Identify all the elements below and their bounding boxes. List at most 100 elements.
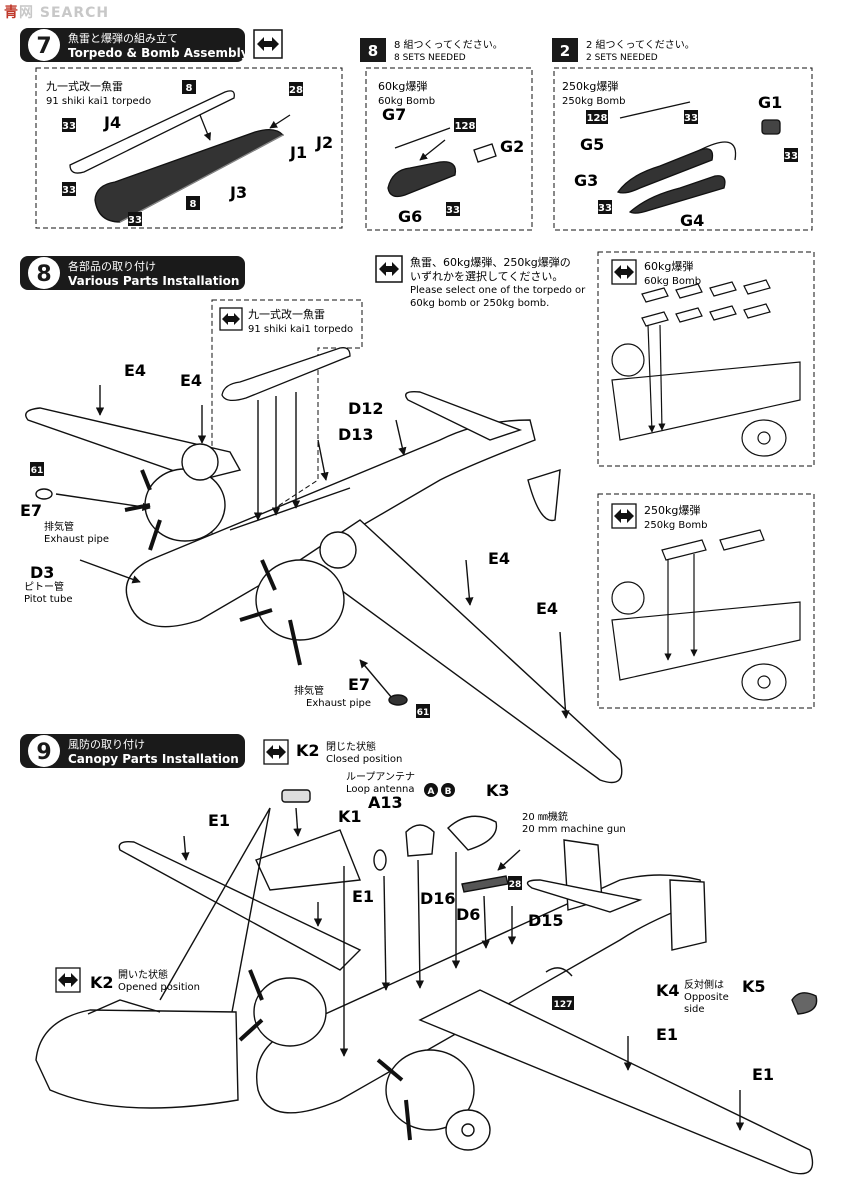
bomb60-drawing	[387, 127, 497, 198]
step-8-number: 8	[36, 262, 51, 287]
bomb250-assembly-box	[553, 67, 813, 231]
bomb60-option-box	[597, 251, 815, 467]
bomb250-option-label-jp: 250kg爆弾	[644, 503, 700, 517]
part-label: J4	[103, 113, 121, 132]
select-icon	[263, 739, 289, 765]
part-label: K2	[296, 741, 320, 760]
bomb250-option-box	[597, 493, 815, 709]
torpedo-option-label-jp: 九一式改一魚雷	[248, 307, 325, 321]
step-8: 8 各部品の取り付け Various Parts Installation 魚雷…	[20, 251, 815, 784]
bomb60-option-drawing	[611, 279, 801, 457]
torpedo-drawing	[69, 90, 291, 223]
exhaust-label-jp: 排気管	[294, 684, 324, 697]
k5-note-en: Opposite	[684, 992, 729, 1003]
callout: 33	[784, 151, 798, 162]
bomb60-sets-en: 8 SETS NEEDED	[394, 53, 466, 63]
torpedo-option-label-en: 91 shiki kai1 torpedo	[248, 324, 353, 335]
part-label: G2	[500, 137, 524, 156]
part-label: E1	[656, 1025, 678, 1044]
part-label: G4	[680, 211, 704, 230]
part-label: E7	[348, 675, 370, 694]
bomb60-label-en: 60kg Bomb	[378, 96, 435, 107]
select-icon	[55, 967, 81, 993]
callout: 8	[186, 83, 193, 94]
part-label: D16	[420, 889, 456, 908]
part-label: G5	[580, 135, 604, 154]
loop-antenna-en: Loop antenna	[346, 784, 415, 795]
k2-closed-jp: 閉じた状態	[326, 740, 376, 753]
both-sides-icon	[253, 29, 283, 59]
part-label: D12	[348, 399, 384, 418]
step-9-header: 9 風防の取り付け Canopy Parts Installation	[20, 734, 245, 768]
k2-opened-jp: 開いた状態	[118, 968, 168, 981]
step-8-title-jp: 各部品の取り付け	[68, 259, 156, 273]
step-7-number: 7	[36, 34, 51, 59]
step-9: 9 風防の取り付け Canopy Parts Installation K2 閉…	[20, 734, 818, 1175]
select-icon	[611, 259, 637, 285]
bomb60-label-jp: 60kg爆弾	[378, 79, 427, 93]
aircraft-drawing	[25, 385, 623, 784]
callout: 128	[587, 113, 608, 124]
callout: 28	[509, 880, 522, 890]
part-label: E4	[488, 549, 510, 568]
callout: 33	[62, 121, 76, 132]
callout: 128	[455, 121, 476, 132]
step-9-title-jp: 風防の取り付け	[68, 737, 145, 751]
part-label: E4	[536, 599, 558, 618]
part-label: D13	[338, 425, 374, 444]
select-note-en: 60kg bomb or 250kg bomb.	[410, 298, 549, 309]
torpedo-label-en: 91 shiki kai1 torpedo	[46, 96, 151, 107]
part-label: K2	[90, 973, 114, 992]
part-label: K3	[486, 781, 510, 800]
torpedo-assembly-box	[35, 67, 343, 229]
bomb250-option-label-en: 250kg Bomb	[644, 520, 707, 531]
bomb60-option-label-jp: 60kg爆弾	[644, 259, 693, 273]
part-label: E1	[752, 1065, 774, 1084]
part-label: D3	[30, 563, 54, 582]
bomb250-sets-en: 2 SETS NEEDED	[586, 53, 658, 63]
callout: 33	[62, 185, 76, 196]
part-label: G6	[398, 207, 422, 226]
bomb250-label-jp: 250kg爆弾	[562, 79, 618, 93]
part-label: K1	[338, 807, 362, 826]
exhaust-label-jp: 排気管	[44, 520, 74, 533]
callout: 28	[289, 85, 303, 96]
callout: 127	[554, 1000, 573, 1010]
part-label: G3	[574, 171, 598, 190]
bomb60-sets-jp: 8 組つくってください。	[394, 38, 503, 51]
select-icon	[375, 255, 403, 283]
k5-note-jp: 反対側は	[684, 978, 724, 991]
part-label: A13	[368, 793, 403, 812]
part-label: K4	[656, 981, 680, 1000]
callout: 33	[684, 113, 698, 124]
part-label: D15	[528, 911, 564, 930]
bomb60-option-label-en: 60kg Bomb	[644, 276, 701, 287]
step-9-number: 9	[36, 740, 51, 765]
callout: 8	[190, 199, 197, 210]
option-b-badge: B	[445, 787, 452, 797]
torpedo-option-box	[211, 299, 363, 541]
select-note-jp: 魚雷、60kg爆弾、250kg爆弾の	[410, 255, 571, 269]
bomb60-assembly-box	[365, 67, 533, 231]
exhaust-label-en: Exhaust pipe	[44, 534, 109, 545]
bomb250-sets-jp: 2 組つくってください。	[586, 38, 695, 51]
svg-text:2: 2	[560, 42, 570, 60]
step-8-title-en: Various Parts Installation	[68, 274, 239, 288]
k5-note-en: side	[684, 1004, 705, 1015]
part-label: G7	[382, 105, 406, 124]
step-9-title-en: Canopy Parts Installation	[68, 752, 239, 766]
pitot-label-jp: ピトー管	[24, 580, 64, 593]
select-note-jp: いずれかを選択してください。	[410, 269, 563, 283]
loop-antenna-jp: ループアンテナ	[346, 771, 415, 783]
torpedo-drawing	[221, 347, 351, 402]
gun-label-en: 20 mm machine gun	[522, 824, 626, 835]
part-label: J2	[315, 133, 333, 152]
select-icon	[219, 307, 243, 331]
part-label: J1	[289, 143, 307, 162]
bomb250-label-en: 250kg Bomb	[562, 96, 625, 107]
step-7: 7 魚雷と爆弾の組み立て Torpedo & Bomb Assembly 九一式…	[20, 28, 813, 231]
option-a-badge: A	[428, 787, 435, 797]
part-label: E4	[180, 371, 202, 390]
callout: 33	[598, 203, 612, 214]
